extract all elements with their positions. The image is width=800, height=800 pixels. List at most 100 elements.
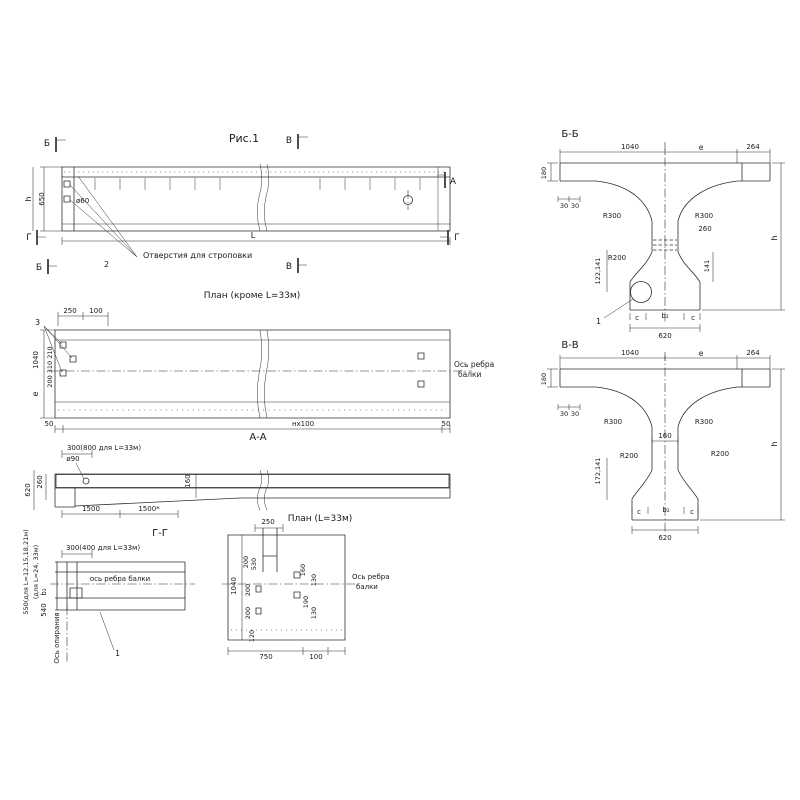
elevation-view: Рис.1 ø60 2 Отверстия для строповки L 65… [24,132,460,274]
figure-title: Рис.1 [229,132,259,145]
axis-label-line1: Ось ребра [454,360,494,369]
dim-180: 180 [540,167,548,179]
stirrup-ticks [95,178,420,190]
dim-264: 264 [746,349,760,357]
r200-right: R200 [711,450,729,458]
dim-30b: 30 [571,202,579,210]
r300-right: R300 [695,212,713,220]
section-aa-view: А-А 300(800 для L=33м) ø90 160 620 260 1… [24,432,450,518]
dim-260: 260 [36,475,44,488]
dim-172-141: 172,141 [594,458,602,485]
dim-c-right: c [690,508,694,516]
dim-180: 180 [540,373,548,385]
dim-b2: b₂ [40,588,48,595]
dim-e: e [31,391,40,396]
dim-620: 620 [658,534,671,542]
section-gg-view: Г-Г 300(400 для L=33м) ось ребра балки 5… [22,528,195,664]
bearing-plate [70,588,82,598]
dim-h: h [770,441,779,446]
section-vv-view: В-В 1040 e 264 160 R300 R300 R200 R200 1… [540,340,785,542]
axis-label-line1: Ось ребра [352,573,390,581]
section-vv-title: В-В [561,340,578,351]
dim-30a: 30 [560,410,568,418]
dim-nx100: нх100 [292,420,314,428]
dim-left-4: 120 [248,630,256,642]
dim-right-3: 130 [310,607,318,619]
section-mark-g-left: Г [26,233,32,243]
plan-hole [70,356,76,362]
r300-left: R300 [603,212,621,220]
dim-50-left: 50 [45,420,54,428]
axis-label-line2: балки [458,370,482,379]
callout-2: 2 [104,260,109,269]
section-mark-a: А [450,177,457,187]
dim-h: h [24,196,33,201]
note-300: 300(800 для L=33м) [67,444,141,452]
lifting-hole [64,181,70,187]
dim-250: 250 [63,307,76,315]
plan33-outline [228,535,345,640]
note-550: 550(для L=12,15,18,21м) [22,529,30,614]
dim-1500s: 1500* [138,505,160,513]
section-mark-g-right: Г [454,233,460,243]
r200-left: R200 [620,452,638,460]
callout-1: 1 [596,317,601,326]
note-300: 300(400 для L=33м) [66,544,140,552]
dim-right-1: 130 [310,574,318,586]
dim-left-1: 530 [250,558,258,570]
plan-hole [294,592,300,598]
dim-stack: 200 310 210 [46,346,54,387]
duct-circle [631,282,652,303]
dim-750: 750 [259,653,272,661]
dim-650: 650 [38,192,46,205]
section-mark-b-top: Б [44,139,50,149]
section-aa-title: А-А [249,432,266,443]
dim-e: e [699,349,704,358]
plan-hole [256,586,261,592]
dim-d90: ø90 [66,455,79,463]
section-bb-title: Б-Б [561,129,578,140]
dim-260: 260 [698,225,711,233]
note-lifting-holes: Отверстия для строповки [143,251,252,260]
dim-L: L [251,231,256,240]
dim-50-right: 50 [442,420,451,428]
dim-c-right: c [691,314,695,322]
dim-1040: 1040 [32,351,40,369]
dim-100: 100 [89,307,102,315]
note-l24: (для L=24, 33м) [32,545,40,599]
dim-left-2: 200 [244,584,252,596]
dim-right-0: 160 [299,564,307,576]
dim-b2: b₂ [662,506,669,514]
dim-250: 250 [261,518,274,526]
dim-620: 620 [658,332,671,340]
dim-c-left: c [635,314,639,322]
dim-30a: 30 [560,202,568,210]
beam-outline [62,167,450,231]
dim-1500: 1500 [82,505,100,513]
section-mark-v-top: В [286,136,292,146]
dim-1040: 1040 [621,349,639,357]
dim-1040: 1040 [621,143,639,151]
section-gg-title: Г-Г [152,528,168,539]
dim-264: 264 [746,143,760,151]
section-mark-b-bottom: Б [36,263,42,273]
plan-hole [256,608,261,614]
lifting-hole [64,196,70,202]
r200-left: R200 [608,254,626,262]
plan-outline [55,330,450,418]
dim-h: h [770,235,779,240]
plan-33-view: План (L=33м) 250 1040 200 530 200 200 12… [222,514,390,661]
dim-30b: 30 [571,410,579,418]
dim-141: 141 [703,260,711,272]
plan-main-view: План (кроме L=33м) 3 250 100 50 нх100 50… [31,291,494,433]
dim-160: 160 [184,474,192,487]
section-bb-view: Б-Б 1040 e 264 1 R300 R300 260 R200 141 … [540,129,785,340]
dim-right-2: 190 [302,596,310,608]
hatched-slab [56,475,449,488]
plan-hole [418,353,424,359]
dim-160: 160 [658,432,671,440]
dim-left-0: 200 [242,556,250,568]
plan-main-title: План (кроме L=33м) [204,291,300,301]
